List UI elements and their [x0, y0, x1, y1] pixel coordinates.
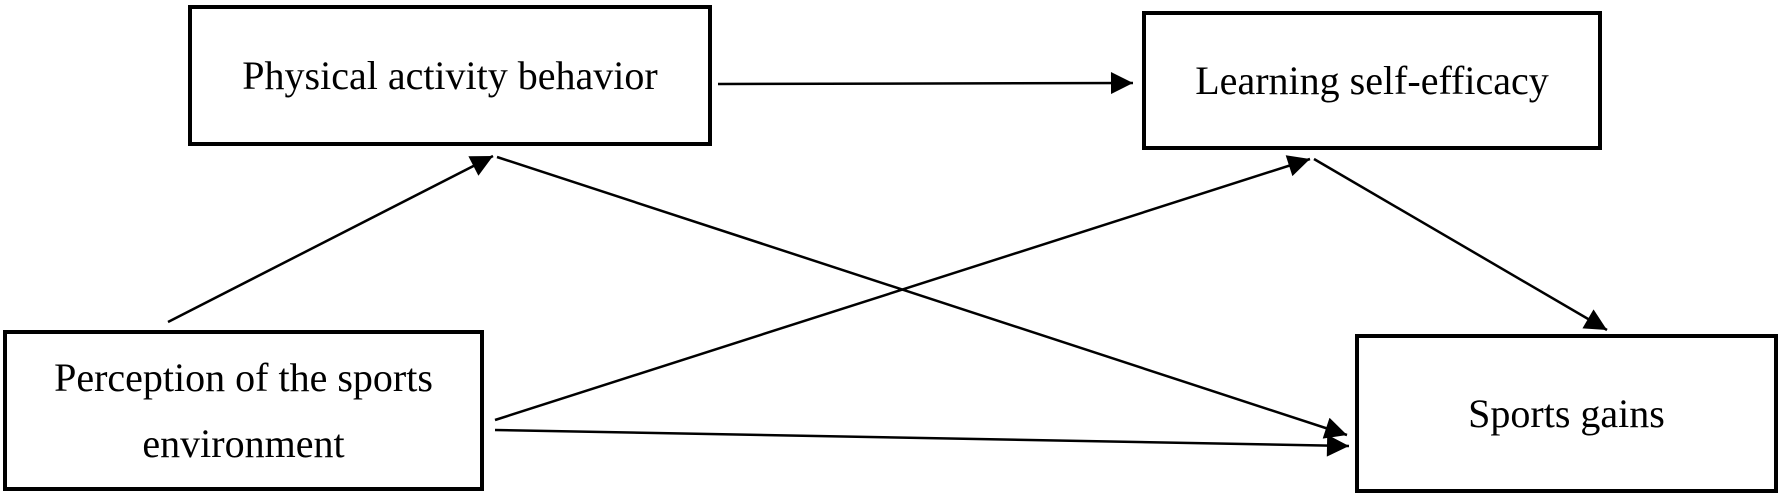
- arrow-pab-to-sg: [496, 155, 1348, 439]
- node-perception-of-sports-environment: Perception of the sports environment: [3, 330, 484, 491]
- node-learning-self-efficacy: Learning self-efficacy: [1142, 11, 1602, 150]
- arrow-pse-to-sg: [494, 428, 1350, 457]
- node-sports-gains: Sports gains: [1355, 334, 1778, 493]
- arrow-pse-to-lse: [494, 155, 1311, 422]
- node-physical-activity-behavior: Physical activity behavior: [188, 5, 712, 146]
- node-label: Perception of the sports environment: [54, 354, 433, 466]
- arrow-lse-to-sg: [1313, 157, 1608, 332]
- node-label: Sports gains: [1468, 390, 1665, 436]
- arrow-pse-to-pab: [167, 154, 494, 324]
- node-label: Learning self-efficacy: [1195, 57, 1549, 103]
- node-label: Physical activity behavior: [242, 52, 658, 98]
- arrow-pab-to-lse: [717, 72, 1134, 95]
